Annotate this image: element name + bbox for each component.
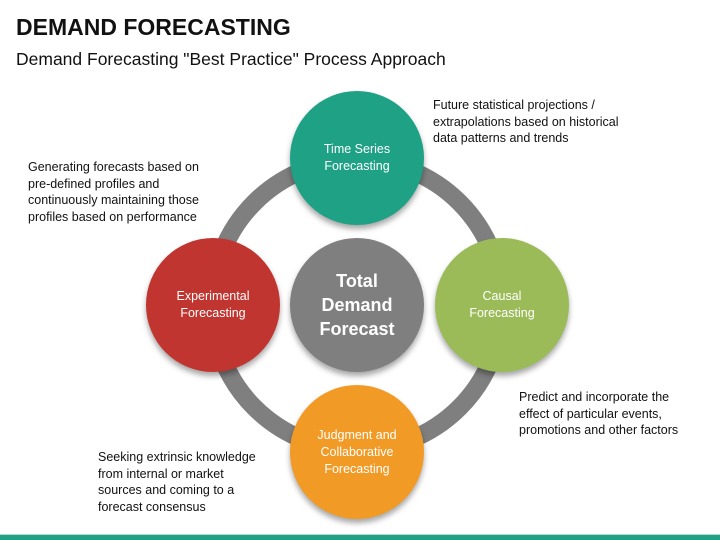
node-label: Judgment and Collaborative Forecasting [317, 427, 397, 476]
page-subtitle: Demand Forecasting "Best Practice" Proce… [16, 49, 446, 69]
note-time-series: Future statistical projections / extrapo… [433, 98, 619, 145]
node-label: Time Series Forecasting [323, 142, 391, 173]
node-label: Experimental Forecasting [176, 289, 250, 320]
node-label: Causal Forecasting [469, 289, 535, 320]
center-node-total-demand-forecast: Total Demand Forecast [290, 238, 424, 372]
note-causal: Predict and incorporate the effect of pa… [519, 390, 679, 437]
note-experimental: Generating forecasts based on pre-define… [28, 160, 199, 224]
note-judgment-collaborative: Seeking extrinsic knowledge from interna… [98, 450, 256, 514]
node-time-series-forecasting: Time Series Forecasting [290, 91, 424, 225]
footer-bar [0, 534, 720, 540]
page-title: DEMAND FORECASTING [16, 14, 291, 40]
center-node-label: Total Demand Forecast [319, 271, 395, 339]
node-causal-forecasting: Causal Forecasting [435, 238, 569, 372]
node-judgment-collaborative-forecasting: Judgment and Collaborative Forecasting [290, 385, 424, 519]
node-experimental-forecasting: Experimental Forecasting [146, 238, 280, 372]
